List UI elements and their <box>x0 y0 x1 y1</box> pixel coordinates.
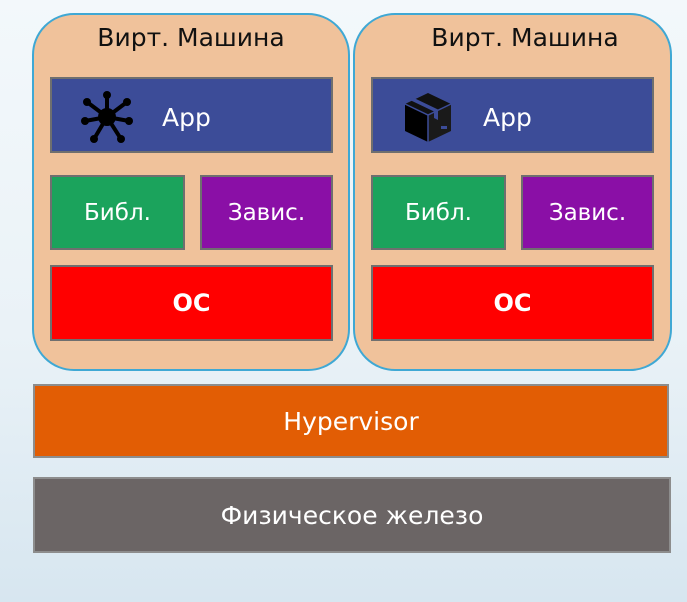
dependencies-layer: Завис. <box>521 175 654 250</box>
dependencies-layer: Завис. <box>200 175 333 250</box>
vm-title: Вирт. Машина <box>97 23 285 52</box>
hardware-layer: Физическое железо <box>33 477 671 553</box>
app-label: App <box>162 103 211 132</box>
os-layer: OC <box>371 265 654 341</box>
libraries-layer: Библ. <box>50 175 185 250</box>
app-label: App <box>483 103 532 132</box>
hypervisor-layer: Hypervisor <box>33 384 669 458</box>
os-layer: OC <box>50 265 333 341</box>
vm-title: Вирт. Машина <box>431 23 619 52</box>
virtual-machine-2: Вирт. Машина App Библ. Завис. OC <box>353 13 672 371</box>
virtual-machine-1: Вирт. Машина App Библ. Завис. OC <box>32 13 350 371</box>
network-hub-icon <box>81 91 133 143</box>
app-layer: App <box>371 77 654 153</box>
package-box-icon <box>404 93 452 142</box>
libraries-layer: Библ. <box>371 175 506 250</box>
app-layer: App <box>50 77 333 153</box>
